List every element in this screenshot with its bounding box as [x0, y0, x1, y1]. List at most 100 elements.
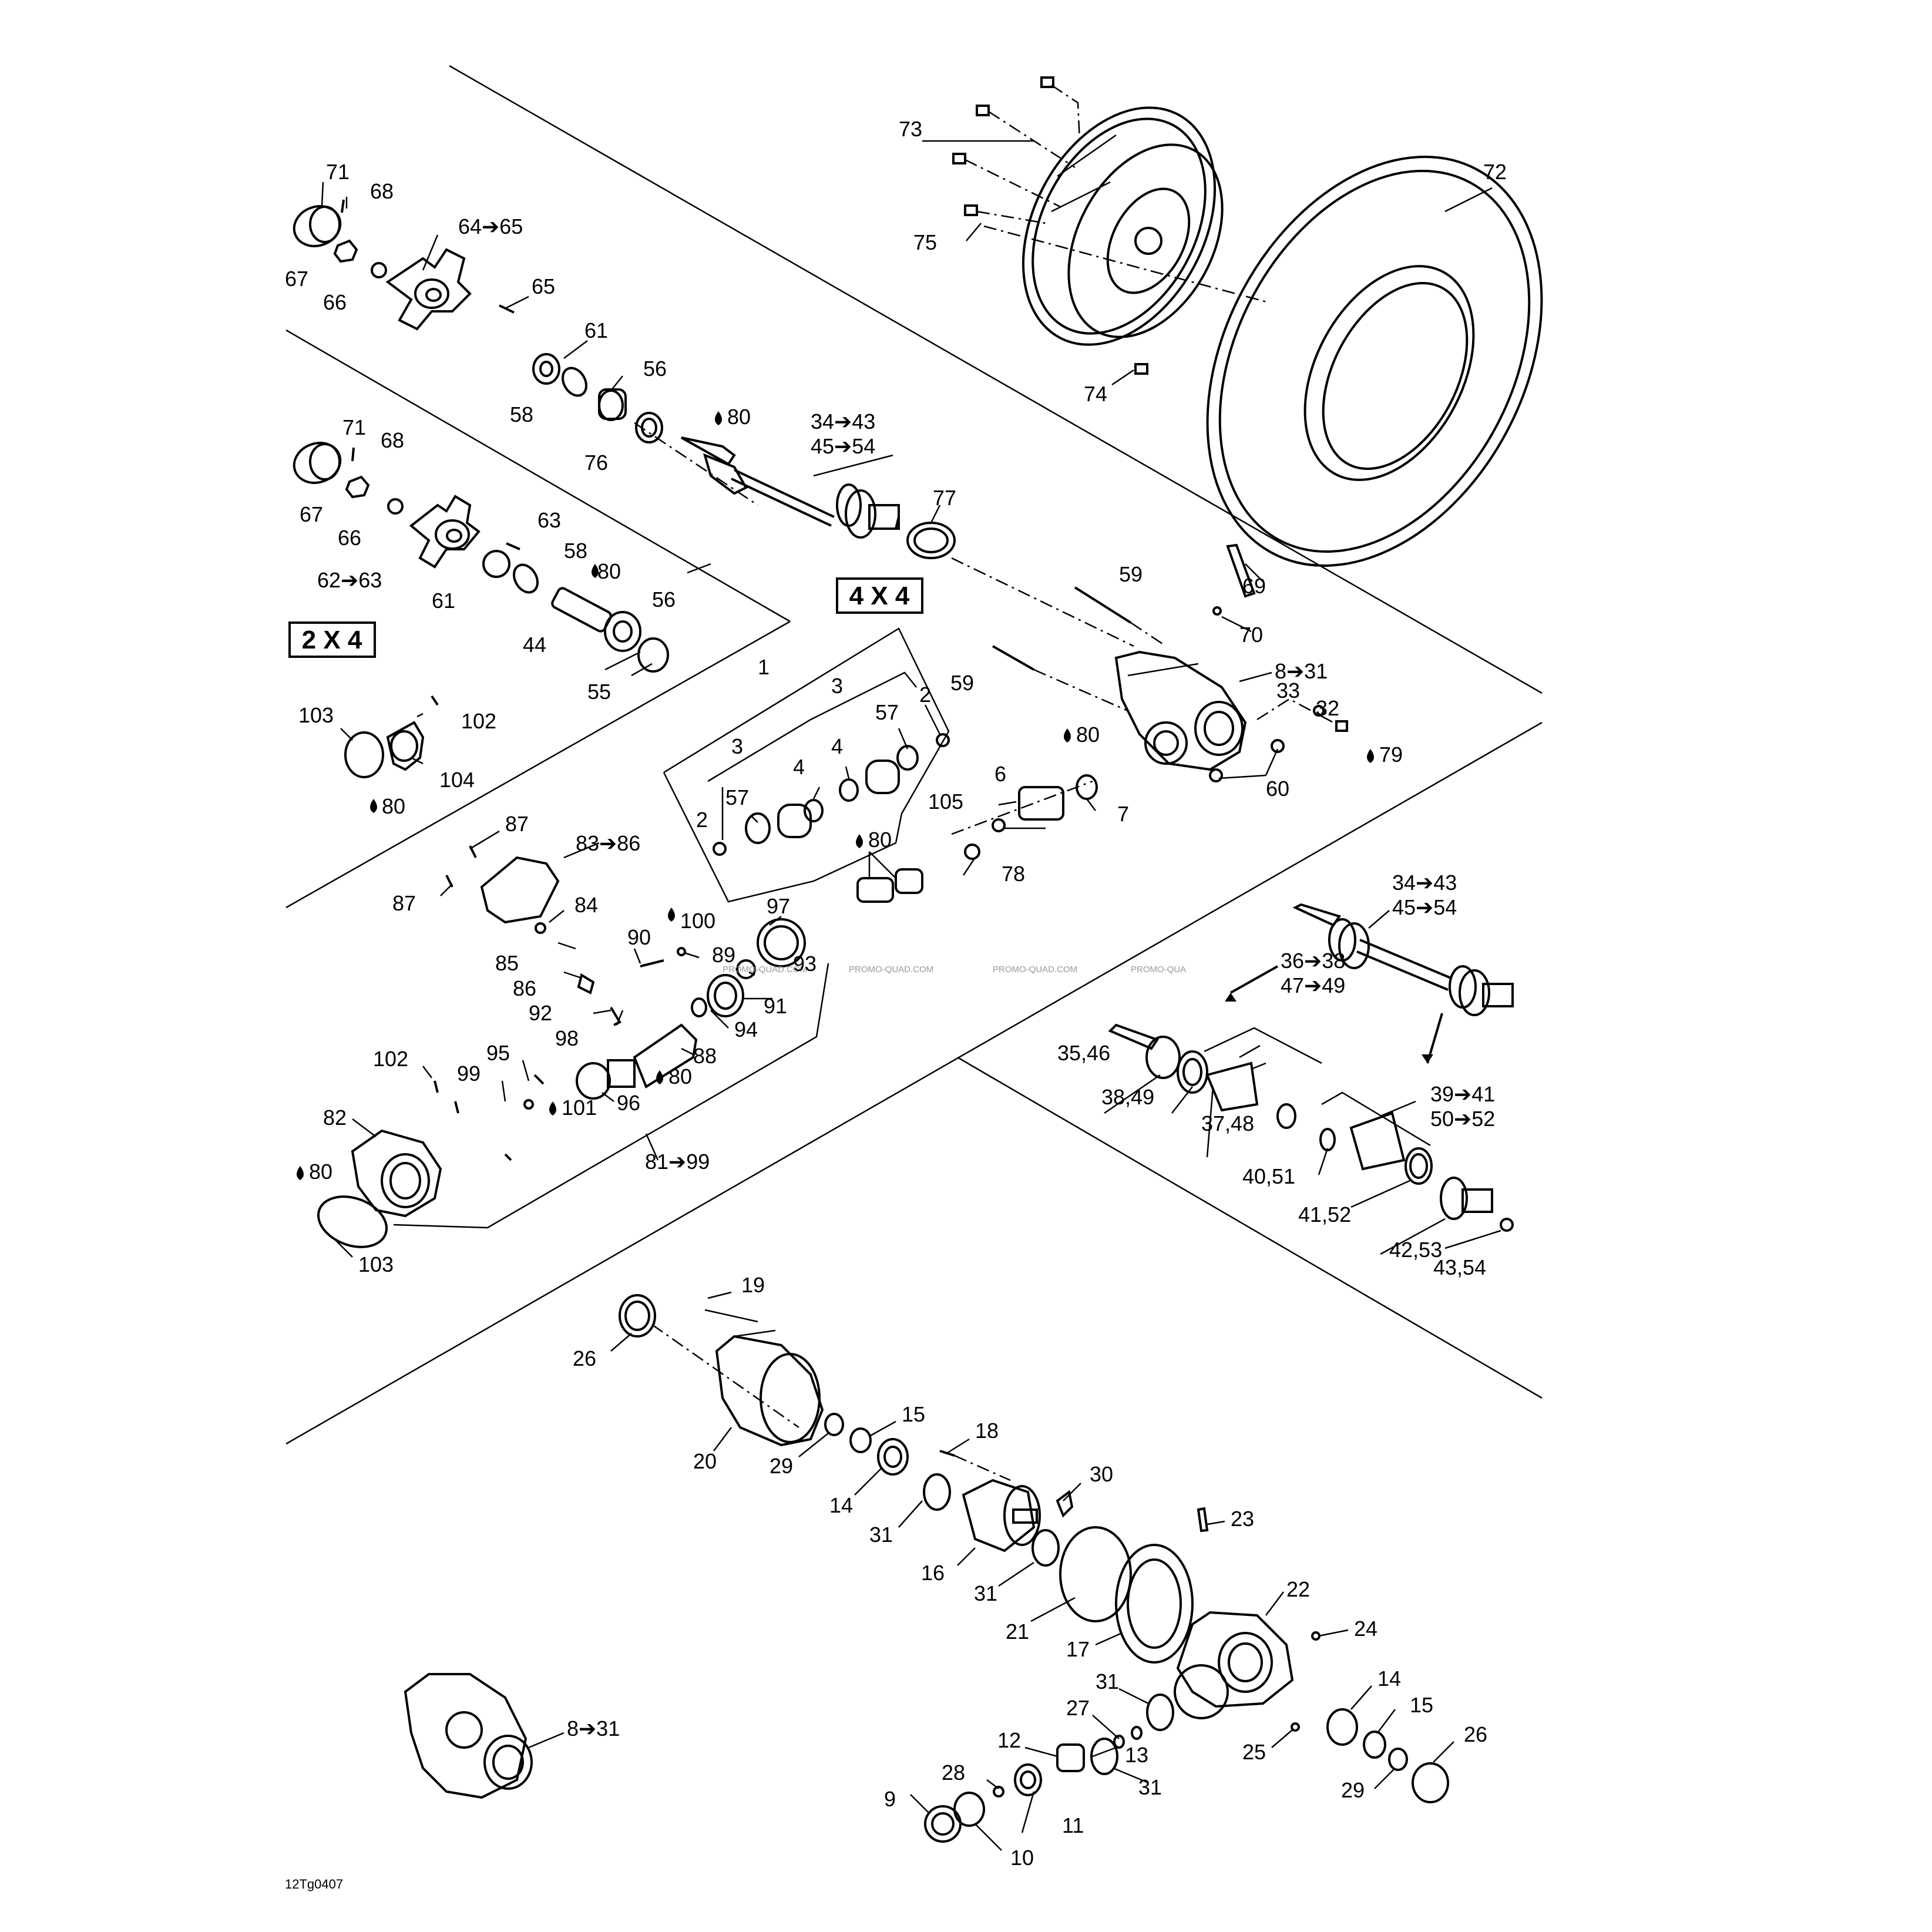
label-62-63: 62➔63 — [317, 568, 382, 592]
label-87-left: 87 — [392, 891, 416, 915]
label-57-right: 57 — [875, 700, 899, 724]
label-88: 88 — [693, 1044, 717, 1068]
label-67-2x4: 67 — [300, 502, 323, 526]
label-65: 65 — [532, 274, 555, 298]
label-56-2x4: 56 — [652, 587, 676, 611]
svg-text:PROMO-QUAD.COM: PROMO-QUAD.COM — [849, 965, 933, 975]
label-16: 16 — [921, 1561, 945, 1585]
label-100: 100 — [680, 909, 715, 933]
rear-diff-gear-16 — [939, 1450, 1074, 1567]
svg-text:PROMO-QUAD.COM: PROMO-QUAD.COM — [993, 965, 1077, 975]
cv-outer-joint-parts — [1319, 1091, 1514, 1232]
breather-hose-69 — [1212, 543, 1256, 616]
label-84: 84 — [574, 893, 598, 917]
label-2-left: 2 — [696, 808, 708, 832]
wheel-hub-4x4 — [385, 248, 515, 331]
front-seal-77 — [906, 522, 956, 559]
label-85: 85 — [495, 951, 519, 975]
label-45-54-a: 45➔54 — [811, 434, 875, 458]
label-80-e: 80 — [382, 794, 405, 818]
assembled-diff-8-31 — [404, 1673, 533, 1799]
label-1: 1 — [758, 655, 770, 679]
label-50-52: 50➔52 — [1430, 1107, 1495, 1131]
label-29-top: 29 — [770, 1454, 793, 1478]
label-91: 91 — [764, 994, 787, 1018]
label-83-86: 83➔86 — [576, 831, 640, 855]
label-4-left: 4 — [793, 755, 805, 779]
label-40-51: 40,51 — [1242, 1164, 1295, 1188]
intermediate-shaft-parts — [951, 774, 1098, 860]
label-34-43-a: 34➔43 — [811, 409, 875, 434]
label-67-4x4: 67 — [285, 267, 308, 291]
label-12: 12 — [997, 1728, 1021, 1752]
label-33: 33 — [1276, 678, 1300, 703]
label-102-bottom: 102 — [373, 1047, 408, 1071]
label-2-right: 2 — [919, 683, 931, 707]
label-3-right: 3 — [831, 674, 843, 698]
label-95: 95 — [486, 1041, 510, 1065]
label-31-b: 31 — [974, 1581, 997, 1605]
label-58-4x4: 58 — [510, 402, 533, 426]
boot-group-outline — [663, 627, 950, 903]
label-45-54-b: 45➔54 — [1392, 895, 1457, 919]
label-74: 74 — [1084, 382, 1107, 406]
drawing-code: 12Tg0407 — [285, 1877, 343, 1891]
rear-diff-pinion-parts — [924, 1694, 1449, 1843]
label-104: 104 — [439, 768, 475, 792]
label-75: 75 — [913, 230, 937, 254]
label-25: 25 — [1242, 1740, 1266, 1764]
label-35-46: 35,46 — [1057, 1041, 1110, 1065]
label-57-left: 57 — [725, 785, 749, 809]
label-66-4x4: 66 — [323, 290, 347, 314]
rear-diff-cover-20 — [619, 1294, 824, 1447]
leader-lines — [321, 140, 1501, 1851]
label-92: 92 — [529, 1001, 552, 1025]
label-80-a: 80 — [727, 405, 751, 429]
label-28: 28 — [942, 1760, 965, 1785]
label-101: 101 — [562, 1096, 597, 1120]
label-71-4x4: 71 — [326, 160, 350, 184]
label-31-d: 31 — [1138, 1775, 1162, 1799]
label-26-left: 26 — [573, 1346, 596, 1370]
label-61-2x4: 61 — [432, 589, 455, 613]
rear-diff-ring-gear-17-21 — [1059, 1507, 1209, 1664]
label-71-2x4: 71 — [342, 415, 366, 439]
label-39-41: 39➔41 — [1430, 1082, 1495, 1106]
svg-text:PROMO-QUA: PROMO-QUA — [1131, 965, 1186, 975]
rear-diff-bearings-14-15-29 — [824, 1413, 951, 1511]
label-68-2x4: 68 — [381, 428, 404, 452]
shift-fork-88-98 — [523, 918, 806, 1110]
label-44: 44 — [523, 633, 546, 657]
variant-2x4-box: 2 X 4 — [288, 621, 376, 658]
label-82: 82 — [323, 1106, 347, 1130]
hub-cap-4x4 — [293, 199, 345, 247]
label-32: 32 — [1316, 696, 1339, 720]
label-29-bottom: 29 — [1341, 1778, 1365, 1802]
label-31-a: 31 — [869, 1523, 893, 1547]
boot-parts — [713, 733, 950, 903]
label-81-99: 81➔99 — [645, 1150, 710, 1174]
oil-drop-icons — [297, 411, 1374, 1180]
label-99: 99 — [457, 1061, 481, 1086]
label-70: 70 — [1239, 623, 1263, 647]
label-20: 20 — [693, 1449, 717, 1473]
label-31-c: 31 — [1096, 1669, 1119, 1694]
wheel-nuts — [952, 76, 1148, 375]
arrow-icons — [1225, 993, 1433, 1063]
cv-axle-assembly — [1230, 903, 1514, 1064]
label-79: 79 — [1379, 742, 1403, 767]
label-77: 77 — [933, 486, 956, 510]
svg-text:PROMO-QUAD.COM: PROMO-QUAD.COM — [723, 965, 807, 975]
label-47-49: 47➔49 — [1281, 973, 1345, 997]
label-13: 13 — [1125, 1743, 1148, 1767]
label-58-2x4: 58 — [564, 539, 587, 563]
label-98: 98 — [555, 1026, 579, 1050]
label-18: 18 — [975, 1419, 999, 1443]
label-11: 11 — [1062, 1813, 1084, 1837]
label-38-49: 38,49 — [1101, 1085, 1154, 1109]
label-3-left: 3 — [731, 734, 743, 758]
label-97: 97 — [767, 894, 790, 918]
svg-text:4 X 4: 4 X 4 — [849, 582, 910, 610]
label-36-38: 36➔38 — [1281, 949, 1345, 973]
